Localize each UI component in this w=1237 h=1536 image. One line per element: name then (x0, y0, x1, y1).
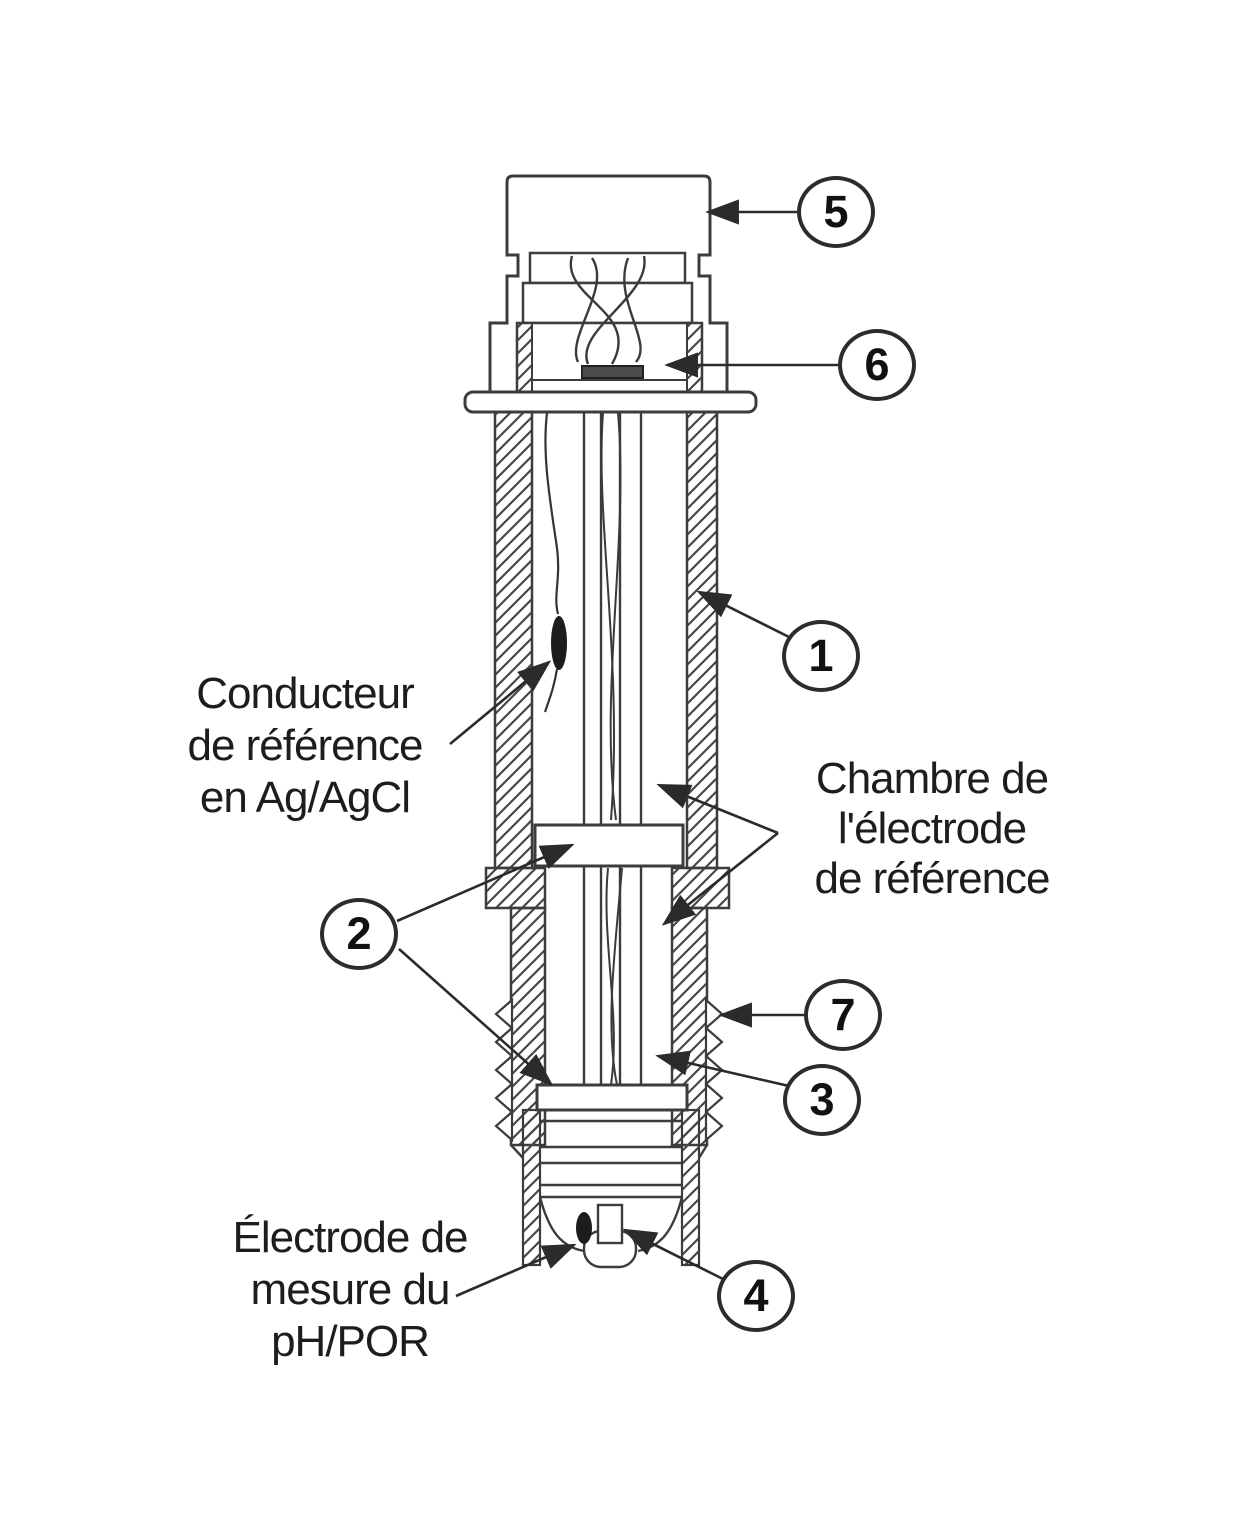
callout-4: 4 (717, 1260, 795, 1332)
callout-7-number: 7 (830, 989, 856, 1040)
callout-6-number: 6 (864, 339, 890, 390)
callout-6: 6 (838, 329, 916, 401)
connector-cap (488, 174, 729, 394)
callout-3-number: 3 (809, 1074, 835, 1125)
callout-1-number: 1 (808, 630, 834, 681)
terminal-contact (581, 365, 644, 379)
callout-lines (396, 199, 838, 1298)
measuring-element (576, 1212, 592, 1244)
upper-junction-plug (533, 823, 685, 868)
label-reference-conductor: Conducteur de référence en Ag/AgCl (187, 669, 423, 822)
callout-3: 3 (783, 1064, 861, 1136)
callout-5: 5 (797, 176, 875, 248)
inner-electrode-tube (582, 412, 643, 1086)
agcl-bead (551, 616, 567, 670)
callout-7: 7 (804, 979, 882, 1051)
callout-4-number: 4 (743, 1270, 769, 1321)
leader-1 (696, 590, 790, 639)
leader-reference-conductor (449, 660, 552, 746)
leader-chamber-lower (661, 831, 779, 926)
leader-measuring-electrode (455, 1243, 577, 1298)
connector-wires (569, 255, 646, 365)
leader-2-lower (398, 948, 554, 1086)
callout-1: 1 (782, 620, 860, 692)
leader-4 (622, 1228, 726, 1282)
leader-3 (655, 1050, 790, 1088)
leader-chamber-upper (656, 783, 779, 835)
sensor-tip-assembly (521, 1083, 701, 1269)
leader-2-upper (396, 843, 575, 923)
callout-2-number: 2 (346, 908, 372, 959)
lower-junction-plug (535, 1083, 689, 1112)
electrode-nub (596, 1203, 624, 1245)
reference-conductor-wire (543, 412, 567, 713)
label-measuring-electrode: Électrode de mesure du pH/POR (232, 1213, 468, 1366)
mounting-flange (463, 390, 758, 414)
callout-5-number: 5 (823, 186, 849, 237)
callout-2: 2 (320, 898, 398, 970)
label-reference-chamber: Chambre de l'électrode de référence (814, 754, 1050, 903)
